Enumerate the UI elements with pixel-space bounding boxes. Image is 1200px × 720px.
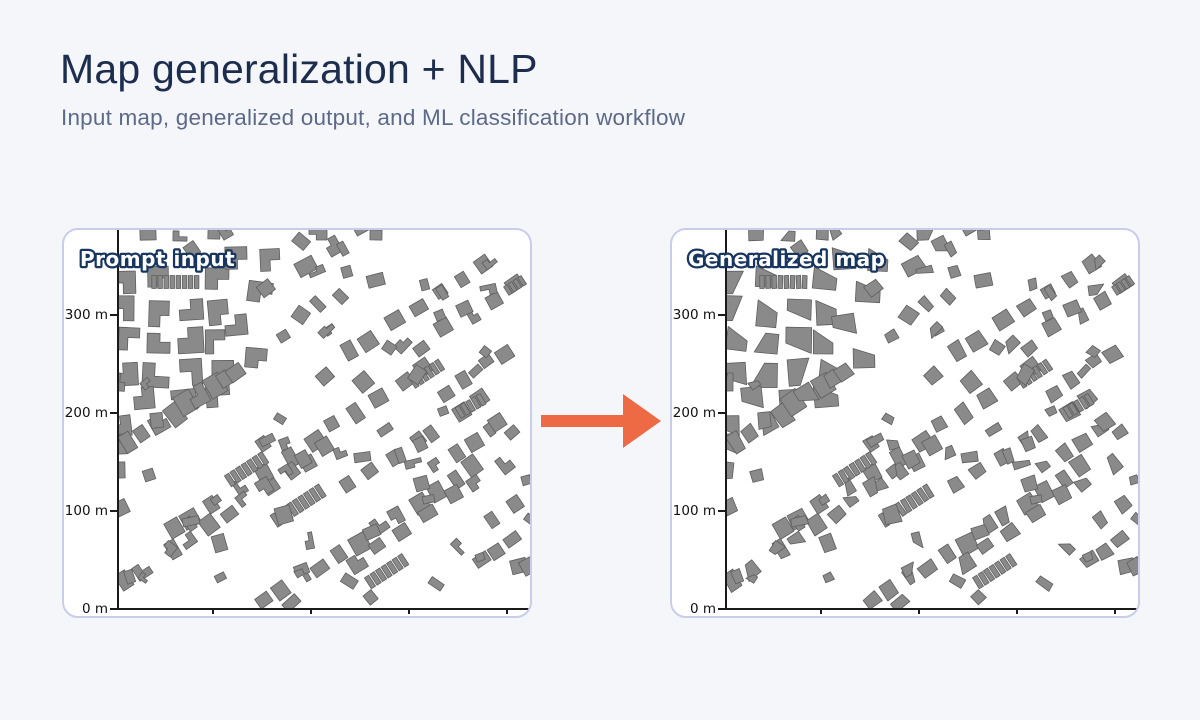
map-plot-output: 300 m 200 m 100 m 0 m — [672, 230, 1138, 616]
y-tick-mark — [718, 608, 725, 610]
x-tick-mark — [310, 609, 312, 614]
y-tick-mark — [110, 608, 117, 610]
x-axis — [117, 608, 530, 610]
page-title: Map generalization + NLP — [60, 46, 538, 92]
y-tick-mark — [718, 412, 725, 414]
y-axis — [725, 230, 727, 610]
x-tick-mark — [1114, 609, 1116, 614]
x-axis — [725, 608, 1138, 610]
x-tick-mark — [820, 609, 822, 614]
x-tick-mark — [918, 609, 920, 614]
map-label-badge: Generalized map — [686, 245, 888, 274]
x-tick-mark — [506, 609, 508, 614]
map-plot-input: 300 m 200 m 100 m 0 m — [64, 230, 530, 616]
y-tick-label: 0 m — [81, 601, 108, 617]
y-tick-label: 100 m — [64, 503, 108, 519]
y-tick-mark — [110, 412, 117, 414]
y-tick-label: 200 m — [672, 405, 716, 421]
map-label-badge: Prompt input — [78, 245, 237, 274]
y-tick-label: 200 m — [64, 405, 108, 421]
y-tick-mark — [718, 314, 725, 316]
y-tick-label: 300 m — [672, 307, 716, 323]
workflow-arrow — [532, 228, 670, 618]
map-label-text: Prompt input — [80, 247, 235, 271]
x-tick-mark — [212, 609, 214, 614]
page-subtitle: Input map, generalized output, and ML cl… — [61, 105, 686, 130]
y-tick-mark — [718, 510, 725, 512]
right-arrow-icon — [541, 394, 661, 448]
x-tick-mark — [1016, 609, 1018, 614]
map-label-text: Generalized map — [688, 247, 886, 271]
y-tick-label: 300 m — [64, 307, 108, 323]
y-axis — [117, 230, 119, 610]
y-tick-label: 0 m — [689, 601, 716, 617]
panel-generalized-map: 300 m 200 m 100 m 0 m Generalized map — [670, 228, 1140, 618]
y-tick-mark — [110, 314, 117, 316]
y-tick-mark — [110, 510, 117, 512]
x-tick-mark — [408, 609, 410, 614]
y-tick-label: 100 m — [672, 503, 716, 519]
input-map-canvas — [118, 230, 530, 609]
panel-prompt-input: 300 m 200 m 100 m 0 m Prompt input — [62, 228, 532, 618]
output-map-canvas — [726, 230, 1138, 609]
